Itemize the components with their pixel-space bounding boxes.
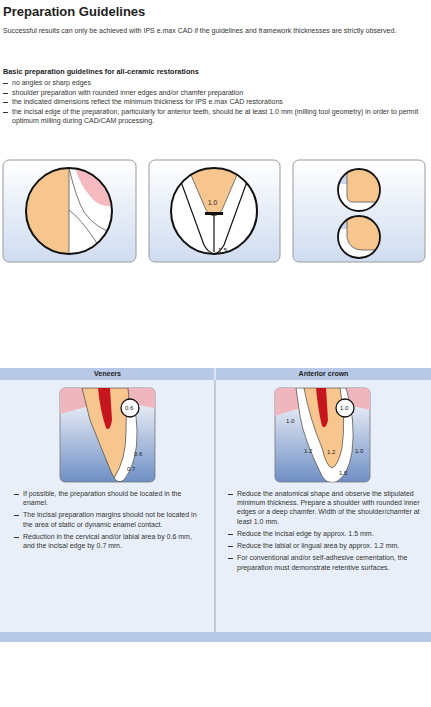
dash-marker [228,546,233,547]
table-panel: Veneers If possible, the preparation shou… [0,368,215,632]
bullet-item: the indicated dimensions reflect the min… [3,97,430,106]
dash-marker [228,494,233,495]
dimension-value: 0.6 [134,451,142,457]
dimension-value: 0.6 [125,405,133,411]
bullet-item: If possible, the preparation should be l… [14,489,200,507]
dimension-value: 1.0 [208,200,217,207]
bullet-item: The incisal preparation margins should n… [14,510,200,528]
bullet-item: shoulder preparation with rounded inner … [3,88,430,97]
panel-header: Veneers [0,368,215,380]
dimension-value: 1.2 [304,448,312,454]
dash-marker [3,102,8,103]
dash-marker [3,112,8,113]
dimension-value: 1.0 [340,405,348,411]
bullet-text: no angles or sharp edges [12,79,91,86]
bullet-text: Reduce the incisal edge by approx. 1.5 m… [237,530,374,537]
bullet-item: Reduce the labial or lingual area by app… [228,541,420,550]
bullet-item: Reduce the incisal edge by approx. 1.5 m… [228,529,420,538]
bullet-item: For conventional and/or self-adhesive ce… [228,553,420,571]
bullet-text: Reduction in the cervical and/or labial … [23,533,192,549]
dimension-value: 1.5 [339,470,347,476]
bullet-item: Reduction in the cervical and/or labial … [14,532,200,550]
dash-marker [228,534,233,535]
dimension-value: 1.0 [286,418,294,424]
bullet-item: no angles or sharp edges [3,78,430,87]
bullet-text: If possible, the preparation should be l… [23,490,181,506]
bullet-item: Reduce the anatomical shape and observe … [228,489,420,526]
dash-marker [3,83,8,84]
dash-marker [14,494,19,495]
dimension-value: 0.7 [127,466,135,472]
dash-marker [3,93,8,94]
bullet-list: Reduce the anatomical shape and observe … [228,489,420,575]
bullet-list: If possible, the preparation should be l… [14,489,200,553]
bullet-text: For conventional and/or self-adhesive ce… [237,554,407,570]
panel-header: Anterior crown [216,368,431,380]
section-heading: Basic preparation guidelines for all-cer… [3,67,427,76]
dash-marker [14,537,19,538]
bullet-text: shoulder preparation with rounded inner … [12,89,243,96]
bullet-text: Reduce the labial or lingual area by app… [237,542,399,549]
page-title: Preparation Guidelines [3,4,145,21]
bullet-text: the indicated dimensions reflect the min… [12,98,283,105]
bullet-item: the incisal edge of the preparation, par… [3,107,430,125]
dimension-value: 1.2 [327,449,335,455]
dimension-value: 1.5 [218,248,227,255]
dash-marker [14,515,19,516]
bullet-text: The incisal preparation margins should n… [23,511,197,527]
dash-marker [228,558,233,559]
table-panel: Anterior crownReduce the anatomical shap… [216,368,431,632]
dimension-value: 1.0 [355,448,363,454]
bullet-text: the incisal edge of the preparation, par… [12,108,418,124]
bullet-text: Reduce the anatomical shape and observe … [237,490,420,525]
intro-text: Successful results can only be achieved … [3,26,427,35]
